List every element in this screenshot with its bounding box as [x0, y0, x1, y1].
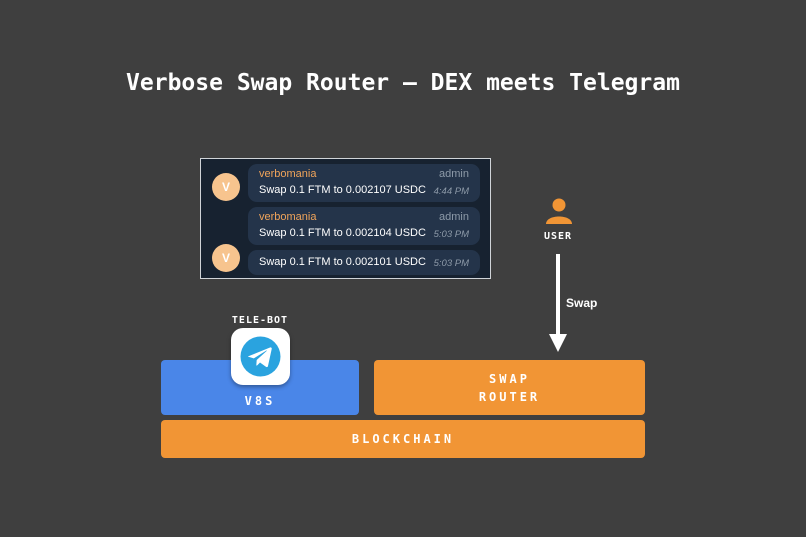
chat-message: verbomania admin Swap 0.1 FTM to 0.00210… — [248, 164, 480, 202]
v8s-label: V8S — [244, 394, 276, 408]
blockchain-label: BLOCKCHAIN — [351, 432, 455, 446]
swap-router-label-line2: ROUTER — [478, 390, 541, 404]
swap-arrow-label: Swap — [566, 296, 598, 310]
diagram-title: Verbose Swap Router — DEX meets Telegram — [126, 70, 680, 96]
chat-avatar: V — [212, 173, 240, 201]
telegram-icon — [240, 336, 281, 377]
chat-message: verbomania admin Swap 0.1 FTM to 0.00210… — [248, 207, 480, 245]
message-sender: verbomania — [259, 211, 317, 223]
chat-message: Swap 0.1 FTM to 0.002101 USDC 5:03 PM — [248, 250, 480, 275]
user-icon — [546, 198, 572, 224]
user-label: USER — [543, 231, 573, 242]
message-role: admin — [439, 211, 469, 223]
message-time: 4:44 PM — [433, 186, 469, 197]
swap-router-label-line1: SWAP — [489, 372, 530, 386]
telebot-label: TELE-BOT — [231, 315, 289, 326]
message-time: 5:03 PM — [433, 229, 469, 240]
message-time: 5:03 PM — [433, 258, 469, 269]
swap-arrow — [549, 254, 567, 352]
telebot-tile — [231, 328, 290, 385]
message-text: Swap 0.1 FTM to 0.002104 USDC — [259, 227, 426, 239]
message-sender: verbomania — [259, 168, 317, 180]
swap-router-block: SWAP ROUTER — [374, 360, 645, 415]
telegram-chat-panel: V verbomania admin Swap 0.1 FTM to 0.002… — [200, 158, 491, 279]
message-text: Swap 0.1 FTM to 0.002107 USDC — [259, 184, 426, 196]
chat-avatar: V — [212, 244, 240, 272]
message-text: Swap 0.1 FTM to 0.002101 USDC — [259, 256, 426, 268]
blockchain-block: BLOCKCHAIN — [161, 420, 645, 458]
message-role: admin — [439, 168, 469, 180]
